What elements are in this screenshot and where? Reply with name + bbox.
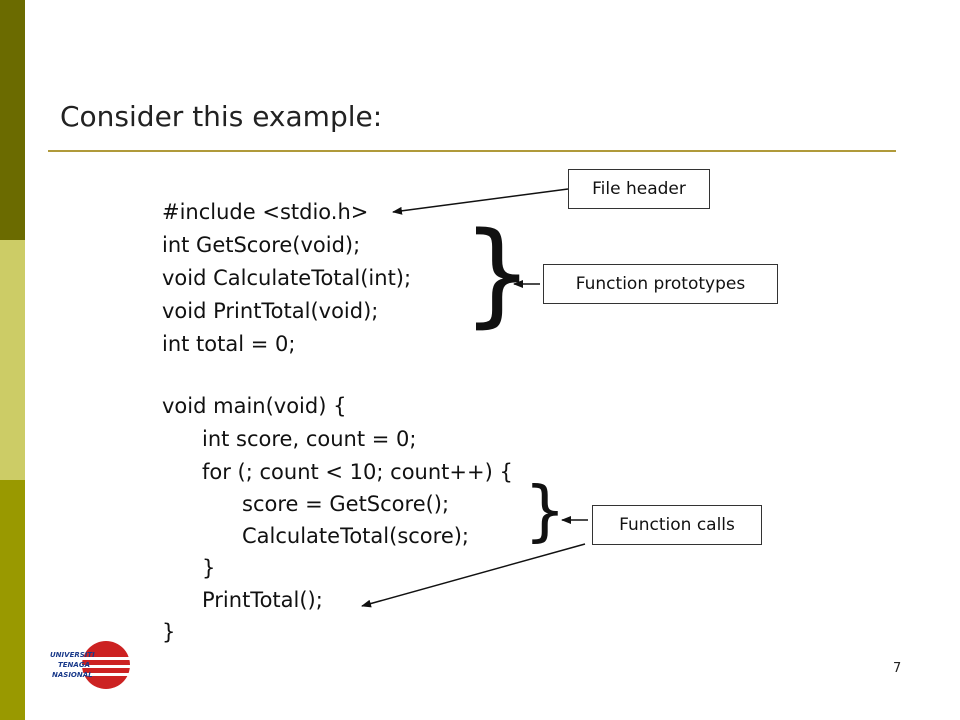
code-line-global-total: int total = 0; <box>162 332 296 356</box>
code-line-prototype-getscore: int GetScore(void); <box>162 233 361 257</box>
title-divider <box>48 150 896 152</box>
function-calls-label: Function calls <box>619 515 735 535</box>
file-header-label: File header <box>592 179 686 199</box>
slide-title: Consider this example: <box>60 100 383 133</box>
decorative-bar-middle <box>0 240 25 480</box>
code-line-main-close: } <box>162 620 176 644</box>
logo-text-1: UNIVERSITI <box>50 651 95 659</box>
function-calls-callout: Function calls <box>592 505 762 545</box>
function-prototypes-label: Function prototypes <box>575 274 746 294</box>
file-header-arrow <box>392 188 569 215</box>
prototypes-brace: } <box>462 209 534 339</box>
function-calls-printtotal-arrow <box>361 543 586 608</box>
code-line-call-printtotal: PrintTotal(); <box>202 588 323 612</box>
code-line-declarations: int score, count = 0; <box>202 427 417 451</box>
code-line-call-getscore: score = GetScore(); <box>242 492 450 516</box>
calls-brace: } <box>524 472 566 549</box>
function-prototypes-callout: Function prototypes <box>543 264 778 304</box>
code-line-prototype-printtotal: void PrintTotal(void); <box>162 299 379 323</box>
code-line-prototype-calculatetotal: void CalculateTotal(int); <box>162 266 412 290</box>
decorative-bar-top <box>0 0 25 240</box>
file-header-callout: File header <box>568 169 710 209</box>
code-line-for-close: } <box>202 556 216 580</box>
code-line-call-calculatetotal: CalculateTotal(score); <box>242 524 470 548</box>
logo-text-2: TENAGA <box>58 661 90 669</box>
code-line-include: #include <stdio.h> <box>162 200 369 224</box>
code-line-for-loop: for (; count < 10; count++) { <box>202 460 513 484</box>
code-line-main-signature: void main(void) { <box>162 394 347 418</box>
university-logo: UNIVERSITI TENAGA NASIONAL <box>28 635 133 695</box>
page-number: 7 <box>893 661 902 676</box>
logo-text-3: NASIONAL <box>52 671 93 679</box>
decorative-bar-bottom <box>0 480 25 720</box>
